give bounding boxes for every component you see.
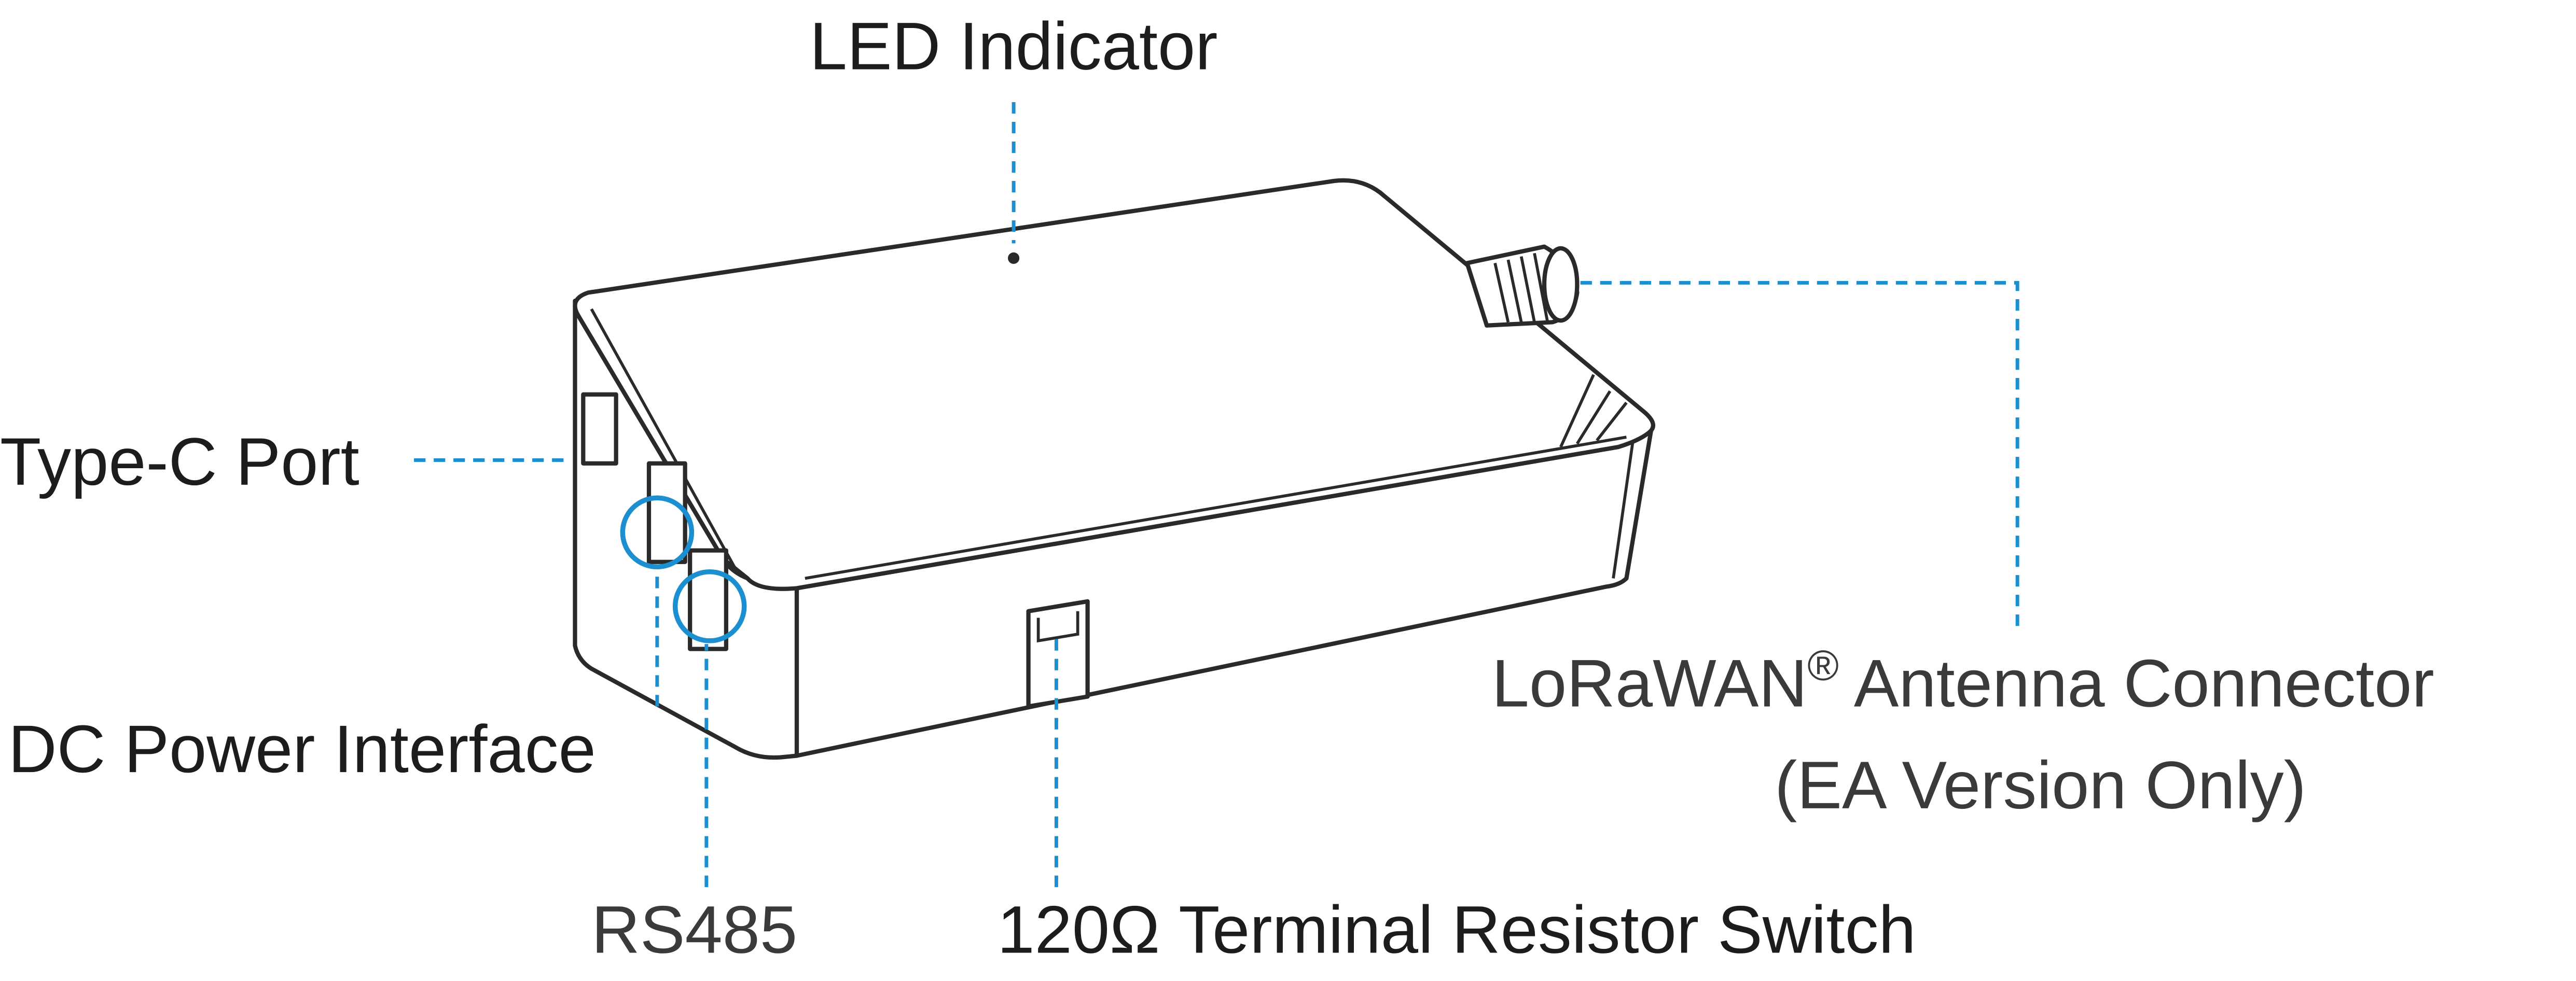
antenna-label-lorawan: LoRaWAN [1492,645,1808,721]
dc-label: DC Power Interface [8,711,596,787]
led-label: LED Indicator [810,8,1218,84]
led-dot [1008,252,1020,264]
antenna-label-line2: (EA Version Only) [1775,747,2306,823]
typec-port [581,392,618,466]
rs485-port [688,548,728,651]
device-illustration [573,178,1655,760]
dc-highlight-ring [620,495,695,570]
antenna-leader-line [1580,281,2019,631]
antenna-label-rest: Antenna Connector [1839,645,2434,721]
switch-label: 120Ω Terminal Resistor Switch [997,892,1916,968]
rs485-highlight-ring [672,569,747,643]
antenna-connector [1465,244,1580,328]
rs485-label: RS485 [591,892,797,968]
dc-port [646,461,687,564]
typec-label: Type-C Port [0,424,359,499]
registered-mark: ® [1807,642,1839,690]
antenna-label-line1: LoRaWAN® Antenna Connector [1492,642,2434,721]
terminal-resistor-switch [1026,599,1090,709]
